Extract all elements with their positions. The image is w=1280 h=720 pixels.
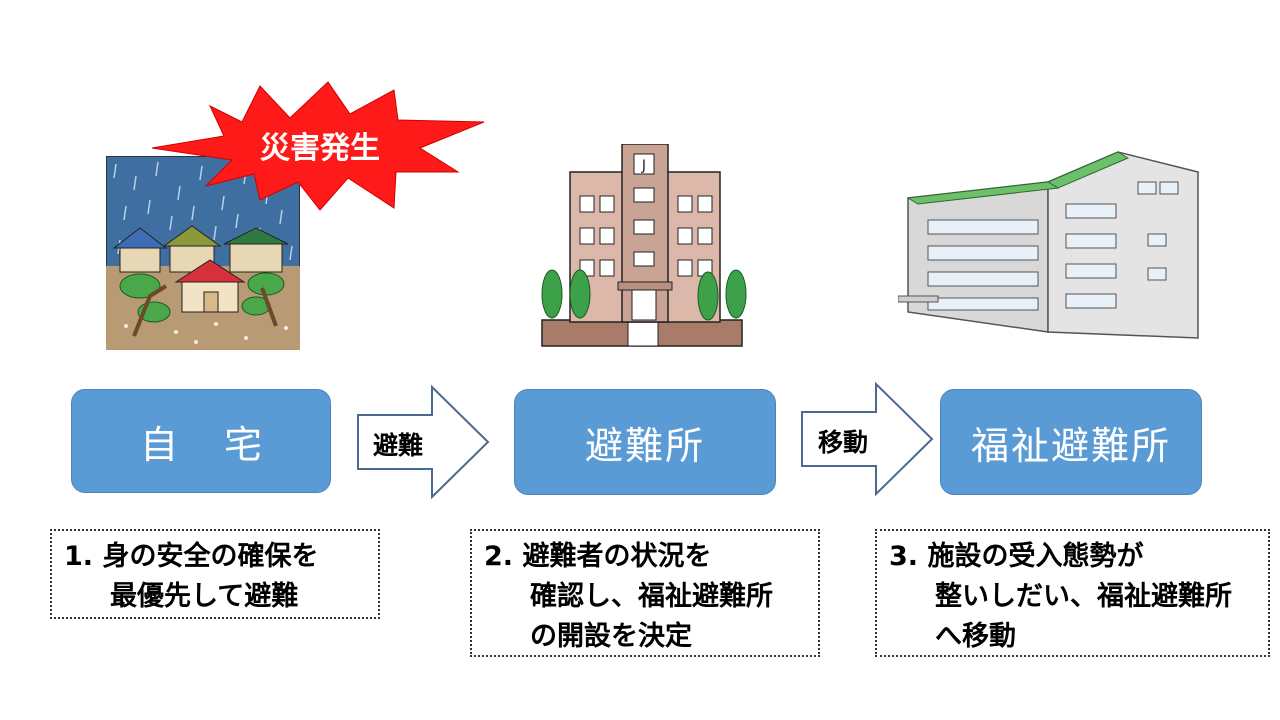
note-2-line-2: 確認し、福祉避難所	[530, 581, 773, 612]
stage-home-label: 自宅	[139, 422, 308, 467]
note-3-line-2: 整いしだい、福祉避難所	[935, 581, 1232, 612]
note-2-line-3: の開設を決定	[530, 621, 692, 652]
arrow-right-icon	[357, 384, 490, 500]
welfare-facility-illustration	[897, 142, 1200, 342]
building-icon: J	[541, 143, 747, 347]
note-step-3: 3. 施設の受入態勢が 整いしだい、福祉避難所 へ移動	[875, 529, 1270, 657]
stage-welfare-shelter-label: 福祉避難所	[970, 423, 1171, 468]
svg-text:J: J	[641, 158, 646, 174]
note-step-2: 2. 避難者の状況を 確認し、福祉避難所 の開設を決定	[470, 529, 820, 657]
stage-shelter: 避難所	[514, 389, 776, 495]
move-arrow-label: 移動	[818, 428, 869, 457]
note-1-line-2: 最優先して避難	[110, 581, 299, 612]
shelter-illustration: J	[538, 143, 750, 352]
note-step-1: 1. 身の安全の確保を 最優先して避難	[50, 529, 380, 619]
disaster-label: 災害発生	[260, 131, 380, 166]
note-3-line-3: へ移動	[935, 621, 1016, 652]
stage-home: 自宅	[71, 389, 331, 493]
arrow-right-icon	[801, 381, 934, 497]
note-1-line-1: 1. 身の安全の確保を	[64, 541, 319, 572]
note-3-line-1: 3. 施設の受入態勢が	[889, 541, 1144, 572]
note-2-line-1: 2. 避難者の状況を	[484, 541, 712, 572]
move-arrow	[800, 381, 936, 497]
evacuate-arrow	[356, 384, 492, 500]
stage-shelter-label: 避難所	[584, 423, 705, 468]
facility-icon	[897, 151, 1199, 339]
stage-welfare-shelter: 福祉避難所	[940, 389, 1202, 495]
explosion-icon: 災害発生	[151, 81, 485, 211]
evacuate-arrow-label: 避難	[373, 431, 424, 460]
disaster-burst: 災害発生	[150, 78, 490, 212]
